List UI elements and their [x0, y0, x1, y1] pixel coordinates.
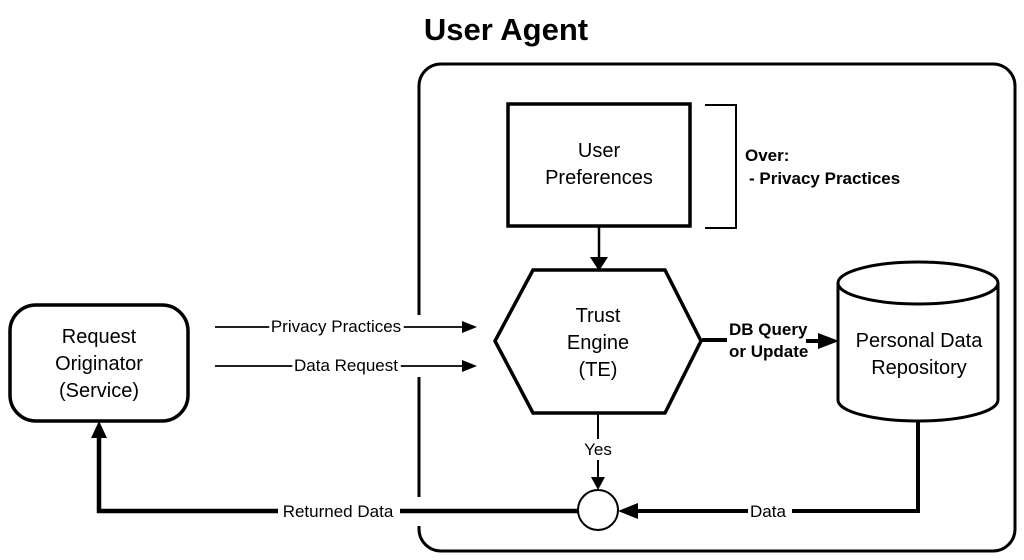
request-originator-label: Request — [62, 326, 137, 348]
trust-engine-hexagon — [493, 268, 703, 415]
data-request-label: Data Request — [294, 356, 398, 375]
right-arrowhead-icon — [462, 321, 477, 333]
trust-engine-label: Engine — [567, 332, 629, 354]
returned-data-label: Returned Data — [283, 502, 394, 521]
join-circle — [577, 489, 619, 531]
repository-cylinder-body — [836, 283, 1000, 423]
down-arrowhead-icon — [590, 257, 608, 271]
user-preferences-box — [506, 102, 692, 228]
user-preferences-label: User — [578, 140, 621, 162]
over-note-line1: Over: — [745, 146, 789, 165]
db-query-label: or Update — [729, 342, 808, 361]
data-line — [792, 422, 920, 513]
trust-engine-label: (TE) — [579, 359, 618, 381]
up-arrowhead-icon — [91, 421, 107, 438]
diagram-title: User Agent — [424, 12, 588, 47]
request-originator-label: Originator — [55, 353, 143, 375]
yes-label: Yes — [584, 440, 612, 459]
db-query-label: DB Query — [729, 320, 808, 339]
trust-engine-label: Trust — [576, 305, 621, 327]
returned-data-line — [96, 434, 278, 514]
right-arrowhead-icon — [462, 360, 477, 372]
repository-cylinder-top — [836, 260, 1000, 306]
repository-label: Repository — [871, 357, 967, 379]
privacy-practices-label: Privacy Practices — [271, 317, 401, 336]
user-preferences-label: Preferences — [545, 167, 653, 189]
user-agent-boundary — [417, 62, 1017, 553]
left-arrowhead-icon — [618, 503, 638, 519]
bracket — [705, 104, 737, 229]
boundary-gap — [412, 315, 427, 377]
data-label: Data — [750, 502, 786, 521]
right-arrowhead-icon — [818, 333, 839, 349]
down-arrowhead-icon — [591, 477, 605, 490]
request-originator-label: (Service) — [59, 380, 139, 402]
over-note-line2: - Privacy Practices — [749, 169, 900, 188]
repository-label: Personal Data — [856, 330, 984, 352]
